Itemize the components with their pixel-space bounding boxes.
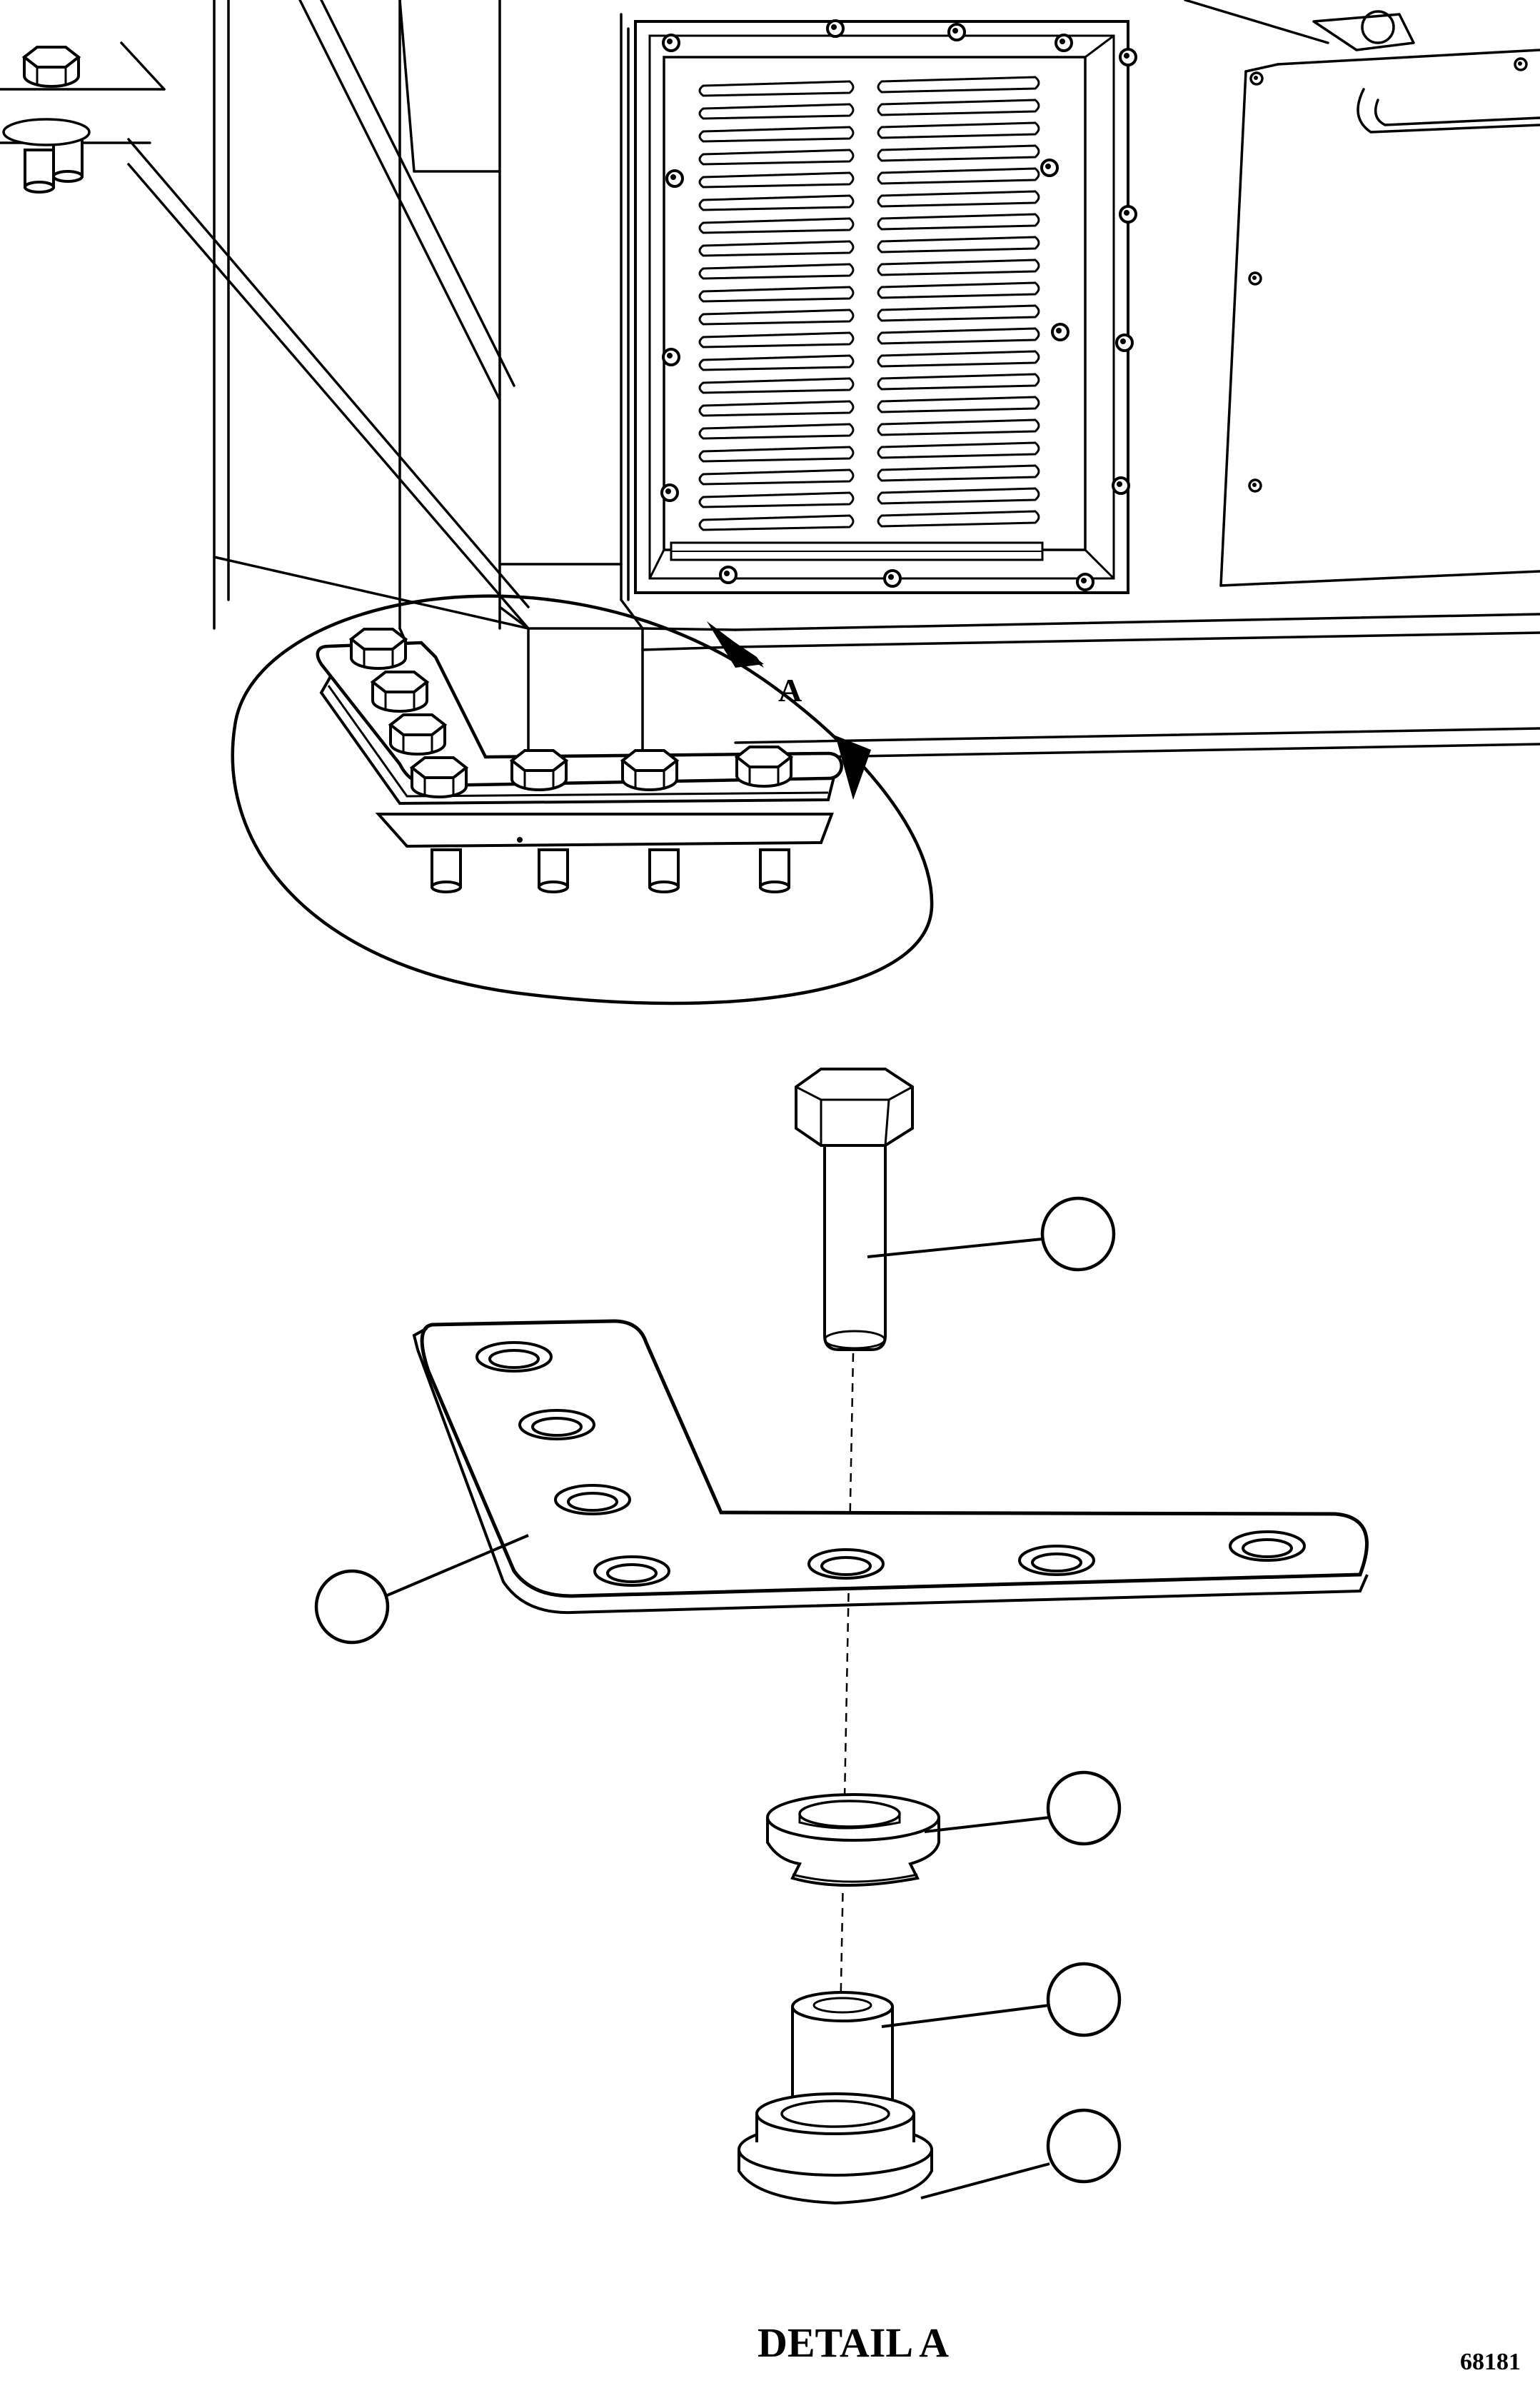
louver-slat xyxy=(877,236,1040,254)
bolt-hole-bore xyxy=(820,1556,872,1576)
panel-screw xyxy=(1119,48,1137,66)
louver-slat xyxy=(698,491,855,508)
louver-slat xyxy=(877,144,1040,162)
panel-screw xyxy=(1040,159,1059,177)
bolt-hole-bore xyxy=(1242,1538,1293,1558)
louver-slat xyxy=(698,240,855,257)
callout-balloon-sleeve xyxy=(1046,1962,1122,2037)
bolt-hole-bore xyxy=(531,1417,583,1437)
right-side-panel xyxy=(1184,0,1540,587)
louver-slat xyxy=(698,126,855,143)
callout-balloon-upper-isolator xyxy=(1046,1770,1122,1846)
louver-slat xyxy=(877,487,1040,505)
bolt-hole-bore xyxy=(488,1349,540,1369)
louver-slat xyxy=(698,423,855,440)
louver-slat xyxy=(698,149,855,166)
panel-screw xyxy=(947,23,966,41)
bolt-hole-bore xyxy=(606,1563,658,1583)
louver-slat xyxy=(877,121,1040,139)
louver-slat xyxy=(877,464,1040,482)
figure-number: 68181 xyxy=(1460,2349,1521,2375)
louver-slat xyxy=(698,514,855,531)
panel-screw xyxy=(1112,476,1130,495)
louver-slat xyxy=(698,263,855,280)
louver-slat xyxy=(877,373,1040,391)
upper-isolator xyxy=(766,1793,940,1887)
callout-leaders xyxy=(385,1238,1050,2199)
louver-slat xyxy=(877,418,1040,436)
panel-screw xyxy=(883,569,902,588)
louver-slat xyxy=(877,281,1040,299)
detail-marker-letter: A xyxy=(778,672,802,708)
panel-screw xyxy=(826,19,845,38)
louver-slat xyxy=(698,286,855,303)
panel-screw xyxy=(1119,205,1137,224)
top-left-hardware xyxy=(2,46,91,194)
louver-slat xyxy=(877,510,1040,528)
louvered-grille-panel xyxy=(634,19,1137,594)
mounting-plate xyxy=(412,1319,1369,1615)
louver-slat xyxy=(877,213,1040,231)
louver-slat xyxy=(698,103,855,120)
louver-slat xyxy=(877,190,1040,208)
louver-slat xyxy=(877,259,1040,276)
louver-slat xyxy=(698,354,855,371)
sleeve xyxy=(791,1991,894,2108)
callout-balloon-lower-isolator xyxy=(1046,2108,1122,2184)
louver-slat xyxy=(698,194,855,211)
louver-slat xyxy=(877,76,1040,94)
detail-title: DETAIL A xyxy=(758,2319,949,2366)
louver-slat xyxy=(698,400,855,417)
panel-screw xyxy=(660,483,679,502)
panel-screw xyxy=(719,566,738,584)
louver-slat xyxy=(877,99,1040,116)
panel-screw xyxy=(1115,333,1134,352)
louver-slat xyxy=(877,396,1040,413)
lower-isolator xyxy=(738,2092,933,2205)
louver-slat xyxy=(698,377,855,394)
capscrew xyxy=(795,1068,914,1351)
panel-screw xyxy=(662,34,680,52)
louver-slat xyxy=(698,446,855,463)
louver-slat xyxy=(698,217,855,234)
louver-slat xyxy=(698,308,855,326)
louver-slat xyxy=(877,441,1040,459)
louver-slat xyxy=(877,167,1040,185)
panel-screw xyxy=(1051,323,1070,341)
panel-screw xyxy=(662,348,680,366)
bolt-hole-bore xyxy=(1031,1552,1082,1572)
panel-screw xyxy=(1076,573,1094,591)
louver-slat xyxy=(877,350,1040,368)
panel-screw xyxy=(1055,34,1073,52)
bolt-hole-bore xyxy=(567,1492,618,1512)
assembled-mount xyxy=(316,628,843,893)
panel-screw xyxy=(665,169,684,188)
louver-slat xyxy=(698,331,855,348)
louver-slat xyxy=(877,304,1040,322)
louver-slat xyxy=(698,80,855,97)
detail-callout-ellipse xyxy=(231,594,934,1005)
louver-slat xyxy=(698,468,855,486)
callout-balloon-mounting-plate xyxy=(314,1569,390,1645)
callout-balloon-capscrew xyxy=(1040,1196,1116,1272)
louver-slat xyxy=(877,327,1040,345)
right-panel-screws xyxy=(1248,57,1528,493)
louver-slat xyxy=(698,171,855,189)
